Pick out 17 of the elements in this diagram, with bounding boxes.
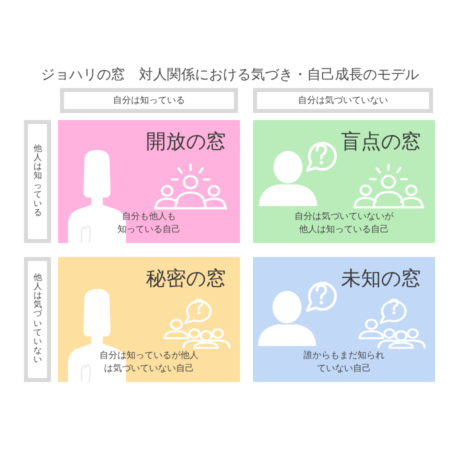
column-header: 自分は気づいていない bbox=[253, 88, 433, 113]
window-panel bbox=[58, 120, 240, 243]
window-panel bbox=[253, 120, 435, 243]
diagram-title: ジョハリの窓 対人関係における気づき・自己成長のモデル bbox=[41, 66, 419, 84]
column-header: 自分は知っている bbox=[60, 88, 238, 113]
window-panel bbox=[58, 257, 240, 382]
window-title: 秘密の窓 bbox=[146, 265, 226, 292]
row-header: 他人は気づいていない bbox=[24, 257, 51, 382]
window-description: 自分は知っているが他人は気づいていない自己 bbox=[100, 350, 198, 376]
window-title: 開放の窓 bbox=[146, 128, 226, 155]
window-panel bbox=[253, 257, 435, 382]
window-description: 誰からもまだ知られていない自己 bbox=[304, 350, 384, 376]
window-description: 自分は気づいていないが他人は知っている自己 bbox=[294, 210, 394, 237]
window-title: 未知の窓 bbox=[341, 265, 421, 292]
row-header: 他人は知っている bbox=[24, 120, 51, 243]
window-description: 自分も他人も知っている自己 bbox=[118, 210, 180, 237]
window-title: 盲点の窓 bbox=[341, 128, 421, 155]
